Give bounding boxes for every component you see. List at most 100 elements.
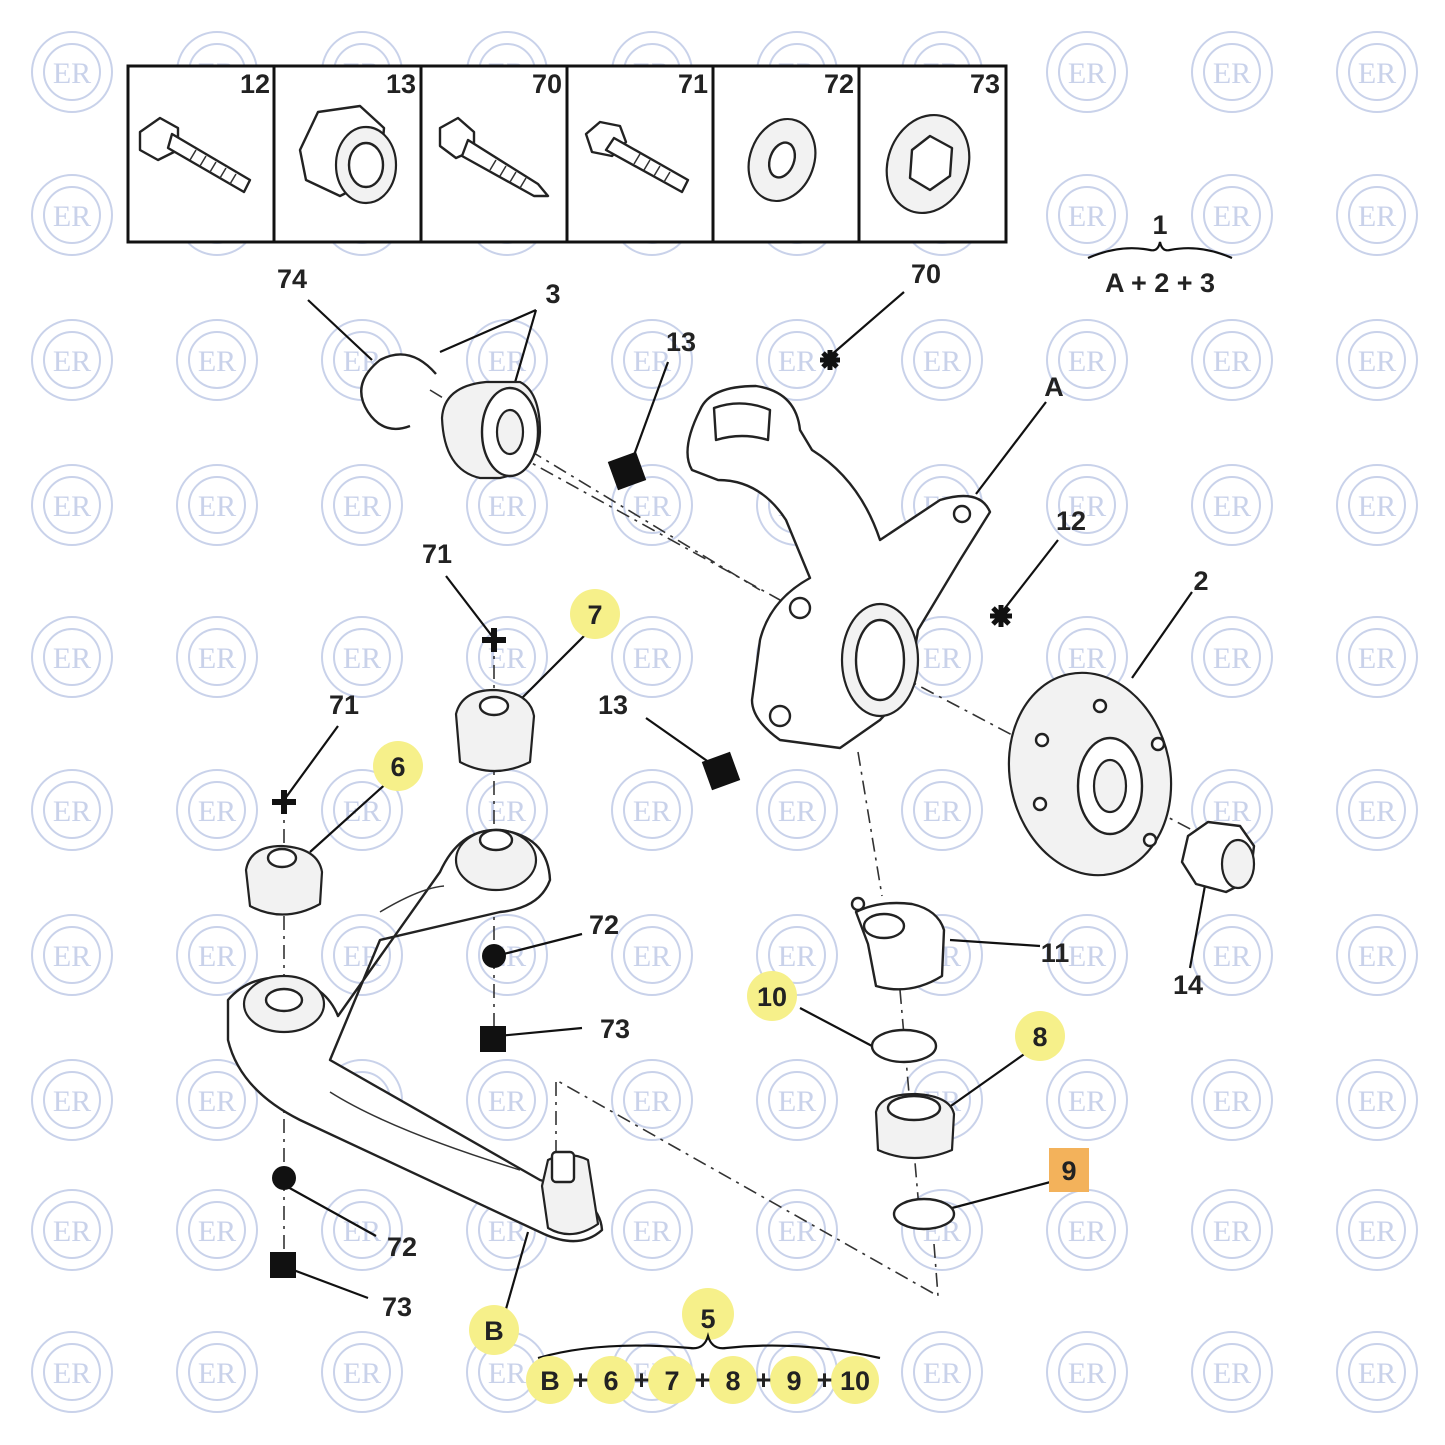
callout-6: 6 xyxy=(390,752,405,782)
watermark-seal-icon: ER xyxy=(176,1059,258,1141)
watermark-seal-icon: ER xyxy=(1191,174,1273,256)
watermark-seal-icon: ER xyxy=(756,1189,838,1271)
watermark-text: ER xyxy=(198,490,236,523)
watermark-text: ER xyxy=(1213,345,1251,378)
watermark-seal-icon: ER xyxy=(756,1059,838,1141)
watermark-seal-icon: ER xyxy=(31,616,113,698)
kit-5-plus: + xyxy=(756,1365,772,1395)
watermark-seal-icon: ER xyxy=(1336,1331,1418,1413)
watermark-seal-icon: ER xyxy=(1046,914,1128,996)
watermark-text: ER xyxy=(923,345,961,378)
kit-5-item-highlight xyxy=(648,1356,696,1404)
watermark-seal-icon: ER xyxy=(321,914,403,996)
steering-knuckle-A-icon xyxy=(686,384,992,750)
watermark-text: ER xyxy=(53,490,91,523)
callout-3: 3 xyxy=(545,279,560,309)
table-label-70: 70 xyxy=(532,69,562,99)
watermark-text: ER xyxy=(633,940,671,973)
table-label-73: 73 xyxy=(970,69,1000,99)
watermark-seal-icon: ER xyxy=(31,769,113,851)
watermark-seal-icon: ER xyxy=(611,616,693,698)
watermark-seal-icon: ER xyxy=(1336,1059,1418,1141)
watermark-text: ER xyxy=(53,200,91,233)
watermark-seal-icon: ER xyxy=(31,1189,113,1271)
watermark-seal-icon: ER xyxy=(31,1331,113,1413)
watermark-seal-icon: ER xyxy=(31,914,113,996)
bolt-71-icon xyxy=(584,120,690,194)
watermark-seal-icon: ER xyxy=(901,1331,983,1413)
watermark-seal-icon: ER xyxy=(1336,1189,1418,1271)
table-label-71: 71 xyxy=(678,69,708,99)
callout-14: 14 xyxy=(1173,970,1203,1000)
watermark-text: ER xyxy=(633,490,671,523)
kit-5-formula: B+6+7+8+9+10 xyxy=(526,1356,879,1404)
asterisk-marker-icon xyxy=(820,350,840,370)
watermark-text: ER xyxy=(1358,1215,1396,1248)
watermark-text: ER xyxy=(778,1085,816,1118)
kit-5-item-highlight xyxy=(770,1356,818,1404)
watermark-seal-icon: ER xyxy=(1336,174,1418,256)
watermark-text: ER xyxy=(343,1357,381,1390)
watermark-seal-icon: ER xyxy=(321,1331,403,1413)
callout-72-left: 72 xyxy=(387,1232,417,1262)
callout-highlight xyxy=(1015,1011,1065,1061)
watermark-text: ER xyxy=(1358,642,1396,675)
watermark-text: ER xyxy=(488,1357,526,1390)
watermark-seal-icon: ER xyxy=(176,1189,258,1271)
watermark-text: ER xyxy=(1213,940,1251,973)
kit-1-group: 1 A + 2 + 3 xyxy=(1087,210,1233,298)
kit-5-item: 7 xyxy=(664,1366,679,1396)
watermark-seal-icon: ER xyxy=(901,769,983,851)
callout-71-bottom: 71 xyxy=(329,690,359,720)
watermark-seal-icon: ER xyxy=(1191,914,1273,996)
watermark-text: ER xyxy=(1358,795,1396,828)
watermark-seal-icon: ER xyxy=(611,914,693,996)
watermark-seal-icon: ER xyxy=(321,616,403,698)
kit-1-formula: A + 2 + 3 xyxy=(1105,268,1215,298)
watermark-text: ER xyxy=(1068,1357,1106,1390)
kit-5-item: 6 xyxy=(603,1366,618,1396)
watermark-seal-icon: ER xyxy=(1191,616,1273,698)
nut-13-icon xyxy=(298,104,398,205)
watermark-seal-icon: ER xyxy=(1046,1059,1128,1141)
kit-5-number: 5 xyxy=(700,1304,715,1334)
watermark-seal-icon: ER xyxy=(901,319,983,401)
watermark-text: ER xyxy=(343,642,381,675)
kit-5-item: 10 xyxy=(840,1366,870,1396)
watermark-text: ER xyxy=(1068,642,1106,675)
callout-7: 7 xyxy=(587,600,602,630)
callout-A: A xyxy=(1044,372,1064,402)
watermark-seal-icon: ER xyxy=(1046,319,1128,401)
watermark-text: ER xyxy=(198,345,236,378)
watermark-seal-icon: ER xyxy=(1191,319,1273,401)
watermark-seal-icon: ER xyxy=(1336,914,1418,996)
callout-labels: 74 3 70 13 A 12 2 71 7 71 6 13 72 73 11 … xyxy=(277,259,1209,1346)
control-arm-B-icon xyxy=(226,828,604,1243)
watermark-seal-icon: ER xyxy=(176,616,258,698)
watermark-text: ER xyxy=(488,490,526,523)
watermark-text: ER xyxy=(1213,642,1251,675)
watermark-seal-icon: ER xyxy=(1191,464,1273,546)
hardware-table: 12 13 70 71 72 73 xyxy=(126,64,1008,244)
kit-5-item-highlight xyxy=(709,1356,757,1404)
watermark-text: ER xyxy=(1213,57,1251,90)
square-marker-icon xyxy=(480,1026,506,1052)
watermark-seal-icon: ER xyxy=(466,464,548,546)
watermark-text: ER xyxy=(53,940,91,973)
watermark-seal-icon: ER xyxy=(1191,1331,1273,1413)
watermark-seal-icon: ER xyxy=(1191,1189,1273,1271)
square-marker-icon xyxy=(270,1252,296,1278)
watermark-seal-icon: ER xyxy=(31,319,113,401)
watermark-text: ER xyxy=(778,345,816,378)
watermark-seal-icon: ER xyxy=(31,31,113,113)
watermark-text: ER xyxy=(1068,490,1106,523)
watermark-text: ER xyxy=(1068,57,1106,90)
callout-9: 9 xyxy=(1061,1156,1076,1186)
callout-B: B xyxy=(484,1316,504,1346)
watermark-text: ER xyxy=(1213,1215,1251,1248)
plus-marker-icon xyxy=(482,628,506,652)
callout-10: 10 xyxy=(757,982,787,1012)
watermark-text: ER xyxy=(1358,490,1396,523)
asterisk-marker-icon xyxy=(990,605,1012,627)
